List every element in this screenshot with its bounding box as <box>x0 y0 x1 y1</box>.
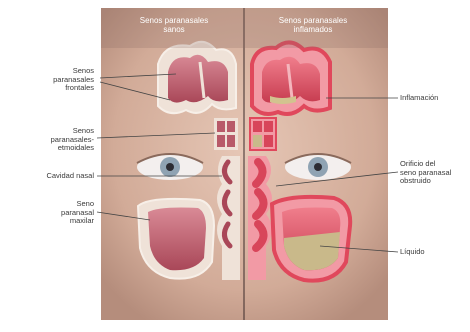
left-pupil <box>166 163 174 171</box>
label-ethmoid-sinus: Senos paranasales- etmoidales <box>14 127 94 153</box>
heading-healthy-line2: sanos <box>118 25 230 34</box>
label-frontal-sinus: Senos paranasales frontales <box>14 67 94 93</box>
heading-inflamed-line2: inflamados <box>252 25 374 34</box>
heading-healthy: Senos paranasales sanos <box>118 16 230 34</box>
label-blocked-opening: Orificio del seno paranasal obstruido <box>400 160 468 186</box>
label-maxillary-line3: maxilar <box>14 217 94 226</box>
heading-healthy-line1: Senos paranasales <box>118 16 230 25</box>
label-frontal-line3: frontales <box>14 84 94 93</box>
label-fluid-line1: Líquido <box>400 248 468 257</box>
label-maxillary-sinus: Seno paranasal maxilar <box>14 200 94 226</box>
heading-inflamed: Senos paranasales inflamados <box>252 16 374 34</box>
label-nasal-cavity: Cavidad nasal <box>14 172 94 181</box>
label-inflammation-line1: Inflamación <box>400 94 468 103</box>
label-nasal-line1: Cavidad nasal <box>14 172 94 181</box>
label-ethmoid-line3: etmoidales <box>14 144 94 153</box>
label-fluid: Líquido <box>400 248 468 257</box>
heading-inflamed-line1: Senos paranasales <box>252 16 374 25</box>
label-blocked-line3: obstruido <box>400 177 468 186</box>
right-pupil <box>314 163 322 171</box>
label-inflammation: Inflamación <box>400 94 468 103</box>
